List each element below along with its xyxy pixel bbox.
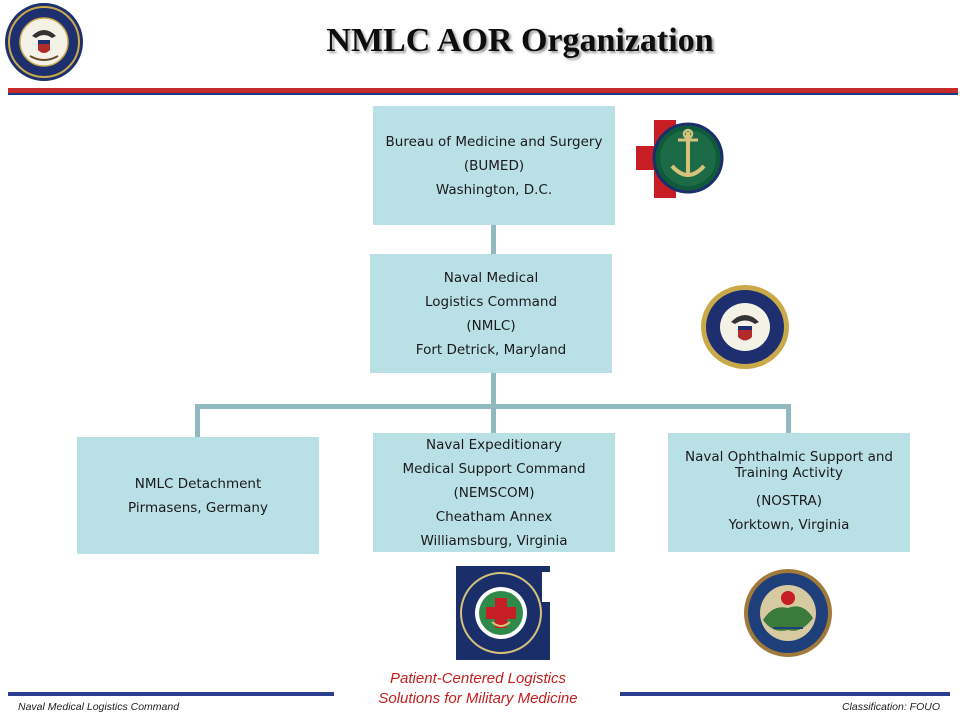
bumed-caduceus-anchor-icon [636,118,728,200]
footer-rule-right [620,692,950,696]
nmlc-abbreviation: (NMLC) [466,317,516,334]
navy-department-seal-icon [4,2,84,82]
org-box-nmlc: Naval Medical Logistics Command (NMLC) F… [370,254,612,373]
tagline-line1: Patient-Centered Logistics [390,670,566,687]
nostra-abbreviation: (NOSTRA) [755,492,823,509]
connector-drop-detachment [195,404,200,437]
page-title: NMLC AOR Organization [326,22,714,59]
detachment-name: NMLC Detachment [134,475,262,492]
org-box-nemscom: Naval Expeditionary Medical Support Comm… [373,433,615,552]
footer-organization: Naval Medical Logistics Command [18,701,180,713]
nmlc-name-line1: Naval Medical [443,269,539,286]
nmlc-location: Fort Detrick, Maryland [415,341,567,358]
bumed-name: Bureau of Medicine and Surgery [385,133,603,150]
header-rule [8,88,958,95]
nemscom-name-line1: Naval Expeditionary [425,436,563,453]
org-box-nostra: Naval Ophthalmic Support and Training Ac… [668,433,910,552]
nostra-seal-icon [743,568,833,658]
footer-rule-left [8,692,334,696]
nemscom-emblem-icon [456,566,550,660]
tagline-line2: Solutions for Military Medicine [378,690,578,707]
nemscom-abbreviation: (NEMSCOM) [453,484,535,501]
org-box-detachment: NMLC Detachment Pirmasens, Germany [77,437,319,554]
nemscom-location-line1: Cheatham Annex [435,508,553,525]
connector-drop-nostra [786,404,791,433]
org-box-bumed: Bureau of Medicine and Surgery (BUMED) W… [373,106,615,225]
bumed-location: Washington, D.C. [435,181,553,198]
detachment-location: Pirmasens, Germany [128,499,268,516]
nemscom-location-line2: Williamsburg, Virginia [420,532,568,549]
bumed-abbreviation: (BUMED) [463,157,525,174]
connector-horizontal-bar [195,404,791,409]
nostra-location: Yorktown, Virginia [728,516,850,533]
nemscom-name-line2: Medical Support Command [402,460,586,477]
tagline: Patient-Centered Logistics Solutions for… [336,669,620,709]
footer-classification: Classification: FOUO [841,701,940,713]
nmlc-seal-icon [700,284,790,370]
connector-nmlc-trunk [491,373,496,433]
nmlc-name-line2: Logistics Command [424,293,558,310]
nostra-name: Naval Ophthalmic Support and Training Ac… [685,448,893,481]
connector-bumed-nmlc [491,225,496,254]
